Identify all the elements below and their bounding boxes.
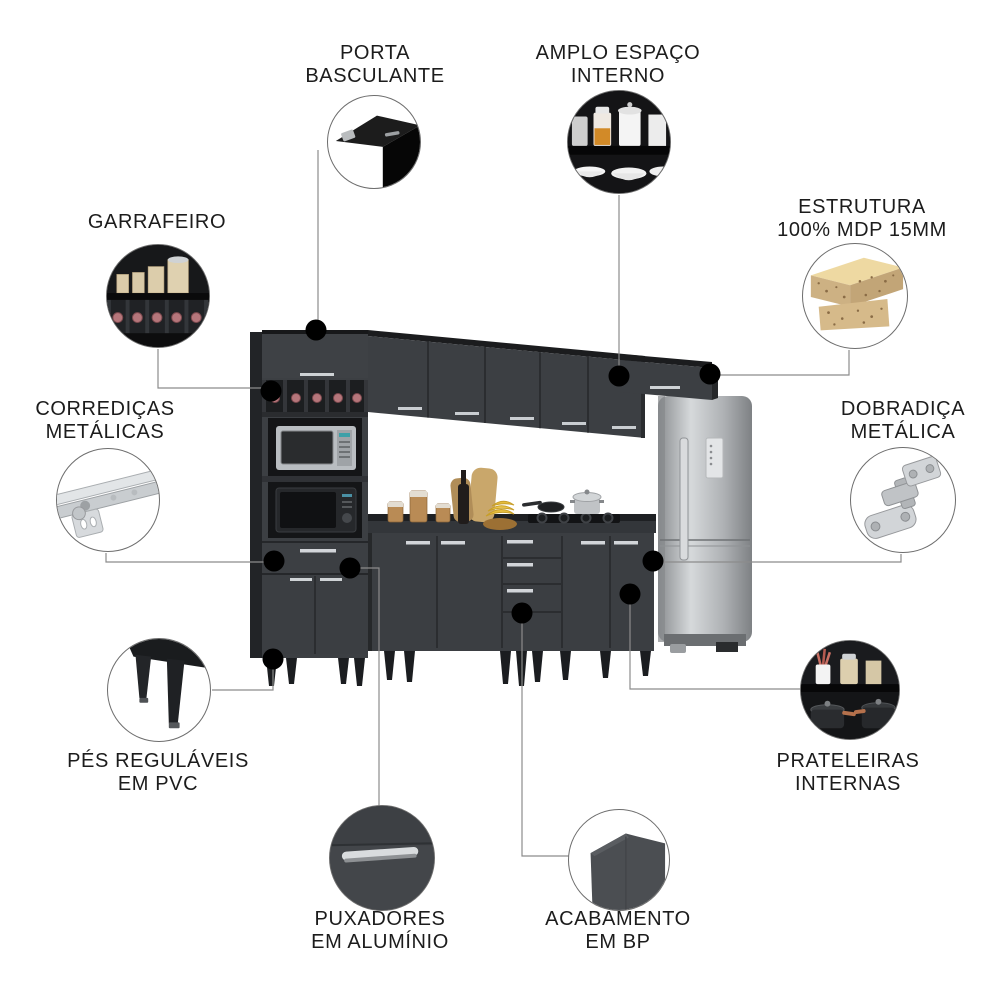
tall-cabinet	[250, 330, 368, 686]
flip-up-door-icon	[335, 115, 420, 188]
bubble-prateleiras	[800, 640, 900, 740]
label-estrutura: ESTRUTURA 100% MDP 15MM	[777, 196, 947, 241]
wine-rack	[262, 380, 368, 417]
label-dobradica: DOBRADIÇA METÁLICA	[840, 398, 966, 443]
bubble-estrutura	[802, 243, 908, 349]
connector-dobradica	[657, 554, 902, 563]
label-porta-basculante: PORTA BASCULANTE	[305, 42, 445, 87]
connector-estrutura	[714, 350, 850, 376]
oven	[275, 487, 357, 533]
connector-prateleiras	[629, 595, 801, 690]
label-garrafeiro: GARRAFEIRO	[87, 211, 227, 233]
label-pes-regulaveis: PÉS REGULÁVEIS EM PVC	[67, 750, 249, 795]
dot-puxadores	[339, 557, 361, 579]
dot-garrafeiro	[260, 380, 282, 402]
connector-pes	[212, 660, 274, 691]
refrigerator	[658, 396, 752, 653]
fridge-control-panel	[705, 437, 724, 479]
label-acabamento: ACABAMENTO EM BP	[545, 908, 691, 953]
bottle-rack-icon	[107, 245, 209, 347]
dot-prateleiras	[619, 583, 641, 605]
dot-amplo-espaco	[608, 365, 630, 387]
inner-shelf-jars-icon	[568, 91, 670, 193]
dot-acabamento	[511, 602, 533, 624]
countertop-items	[387, 467, 620, 530]
base-cabinet-unit	[368, 514, 656, 686]
tall-cabinet-drawer	[262, 542, 368, 572]
cooktop	[528, 512, 620, 524]
bubble-puxadores	[329, 805, 435, 911]
connector-acabamento	[521, 614, 569, 857]
metal-drawer-slide-icon	[57, 468, 159, 538]
bubble-pes-regulaveis	[107, 638, 211, 742]
dot-porta-basculante	[305, 319, 327, 341]
microwave	[276, 426, 356, 470]
flip-up-door	[262, 334, 368, 378]
upper-cabinet-row	[368, 330, 645, 438]
bubble-corredicas	[56, 448, 160, 552]
label-amplo-espaco: AMPLO ESPAÇO INTERNO	[535, 42, 701, 87]
aluminum-handle-icon	[330, 806, 434, 910]
internal-shelves-icon	[801, 641, 899, 739]
connector-corredicas	[105, 553, 270, 563]
adjustable-feet-icon	[125, 639, 210, 729]
frying-pan	[522, 500, 565, 513]
mdp-board-icon	[810, 257, 904, 331]
bubble-amplo-espaco	[567, 90, 671, 194]
label-puxadores: PUXADORES EM ALUMÍNIO	[311, 908, 449, 953]
over-fridge-cabinet	[620, 354, 718, 400]
dot-pes	[262, 648, 284, 670]
dot-estrutura	[699, 363, 721, 385]
drawer-handle	[300, 549, 336, 553]
connector-puxadores	[350, 567, 380, 806]
label-prateleiras: PRATELEIRAS INTERNAS	[776, 750, 920, 795]
bubble-porta-basculante	[327, 95, 421, 189]
label-corredicas: CORREDIÇAS METÁLICAS	[35, 398, 175, 443]
metal-hinge-icon	[864, 456, 942, 539]
bubble-dobradica	[850, 447, 956, 553]
bp-finish-icon	[590, 833, 666, 910]
door-handle	[300, 373, 334, 376]
cutting-boards-and-bottle	[450, 467, 498, 524]
fridge-handle	[679, 437, 689, 561]
spice-jars	[387, 490, 451, 523]
banana-bowl	[483, 500, 517, 530]
steel-pot	[570, 489, 604, 514]
dot-dobradica	[642, 550, 664, 572]
bubble-garrafeiro	[106, 244, 210, 348]
bubble-acabamento	[568, 809, 670, 911]
dot-corredicas	[263, 550, 285, 572]
connector-garrafeiro	[157, 349, 268, 389]
